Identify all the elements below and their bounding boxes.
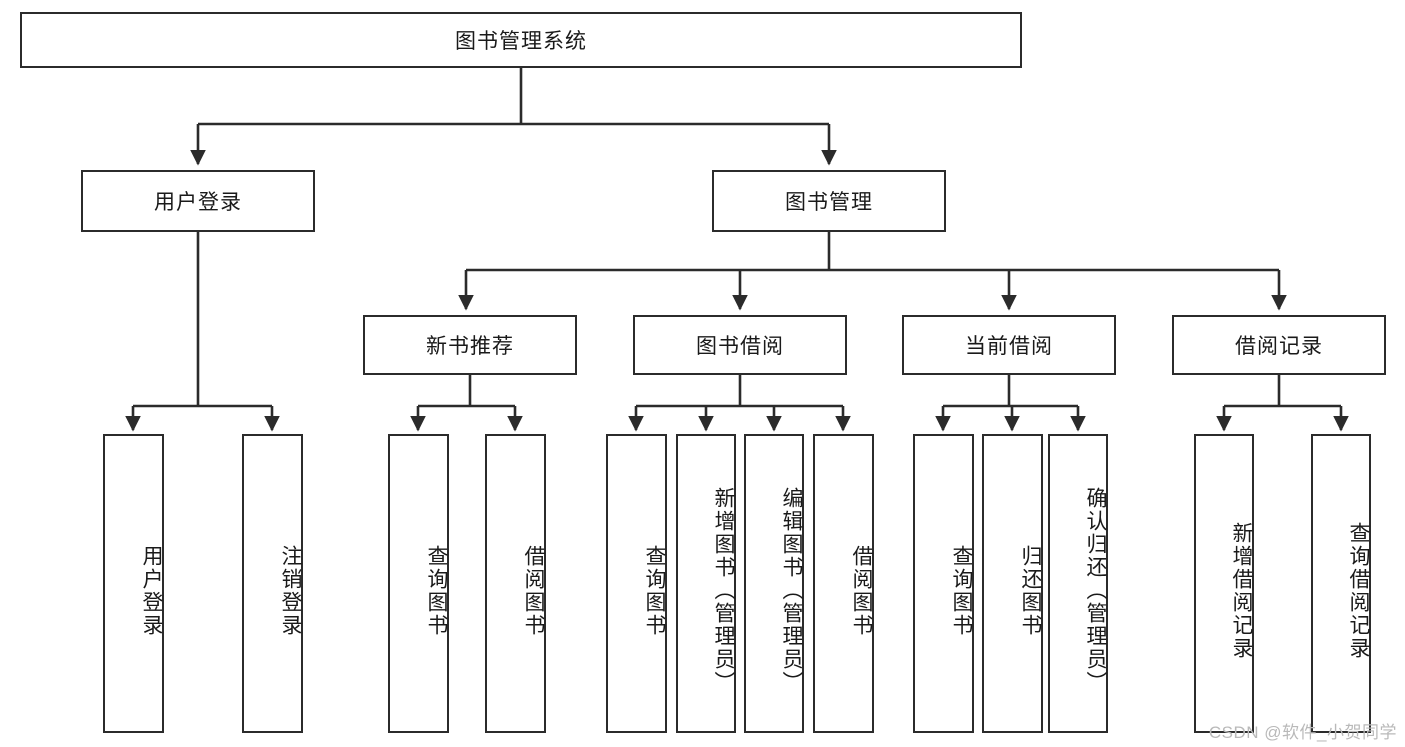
leaf-book-borrow-borrow-book[interactable]: 借阅图书	[813, 434, 874, 733]
leaf-borrow-record-query-record[interactable]: 查询借阅记录	[1311, 434, 1371, 733]
node-label: 用户登录	[140, 544, 163, 637]
node-current-borrow[interactable]: 当前借阅	[902, 315, 1116, 375]
leaf-current-borrow-confirm-return-admin[interactable]: 确认归还（管理员）	[1048, 434, 1108, 733]
leaf-book-borrow-query-book[interactable]: 查询图书	[606, 434, 667, 733]
node-user-login[interactable]: 用户登录	[81, 170, 315, 232]
node-label: 新增借阅记录	[1230, 521, 1253, 660]
node-label: 借阅记录	[1235, 335, 1323, 358]
node-label: 图书管理	[785, 191, 873, 214]
node-label: 用户登录	[154, 191, 242, 214]
node-book-borrow[interactable]: 图书借阅	[633, 315, 847, 375]
node-label: 归还图书	[1019, 544, 1042, 637]
node-root-book-management-system[interactable]: 图书管理系统	[20, 12, 1022, 68]
node-label: 编辑图书（管理员）	[780, 487, 803, 694]
node-label: 当前借阅	[965, 335, 1053, 358]
node-book-management[interactable]: 图书管理	[712, 170, 946, 232]
leaf-current-borrow-return-book[interactable]: 归还图书	[982, 434, 1043, 733]
node-label: 借阅图书	[522, 544, 545, 637]
node-label: 查询图书	[950, 544, 973, 637]
node-label: 查询图书	[425, 544, 448, 637]
leaf-new-book-query-book[interactable]: 查询图书	[388, 434, 449, 733]
leaf-book-borrow-add-book-admin[interactable]: 新增图书（管理员）	[676, 434, 736, 733]
node-new-book-recommend[interactable]: 新书推荐	[363, 315, 577, 375]
leaf-borrow-record-add-record[interactable]: 新增借阅记录	[1194, 434, 1254, 733]
node-label: 借阅图书	[850, 544, 873, 637]
node-label: 图书借阅	[696, 335, 784, 358]
node-label: 注销登录	[279, 544, 302, 637]
node-label: 新增图书（管理员）	[712, 487, 735, 694]
leaf-book-borrow-edit-book-admin[interactable]: 编辑图书（管理员）	[744, 434, 804, 733]
node-label: 查询图书	[643, 544, 666, 637]
node-borrow-record[interactable]: 借阅记录	[1172, 315, 1386, 375]
node-label: 新书推荐	[426, 335, 514, 358]
node-label: 图书管理系统	[455, 30, 587, 53]
leaf-user-login-login[interactable]: 用户登录	[103, 434, 164, 733]
csdn-watermark: CSDN @软件_小贺同学	[1208, 723, 1397, 742]
leaf-new-book-borrow-book[interactable]: 借阅图书	[485, 434, 546, 733]
node-label: 查询借阅记录	[1347, 521, 1370, 660]
leaf-current-borrow-query-book[interactable]: 查询图书	[913, 434, 974, 733]
node-label: 确认归还（管理员）	[1084, 487, 1107, 694]
leaf-user-login-logout[interactable]: 注销登录	[242, 434, 303, 733]
